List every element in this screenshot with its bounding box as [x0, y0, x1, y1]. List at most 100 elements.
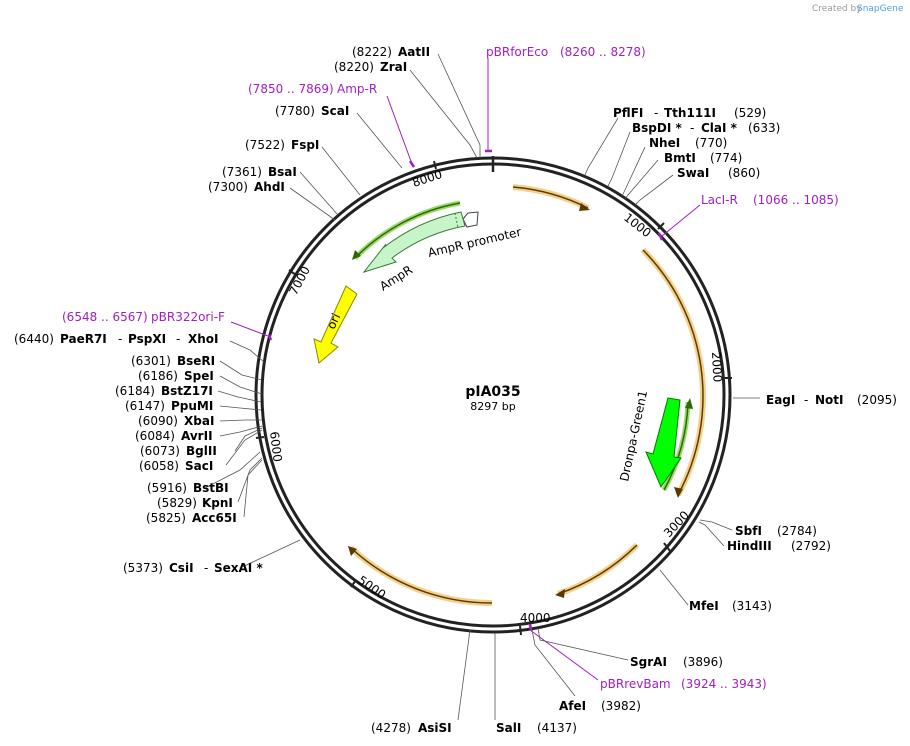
site-hindiii-pos: (2792) — [791, 539, 831, 553]
site-mfei-pos: (3143) — [732, 599, 772, 613]
site-hindiii-name: HindIII — [727, 539, 772, 553]
site-bspdi-name: BspDI * — [632, 121, 682, 135]
site-noti-name: NotI — [815, 393, 844, 407]
site-bstz17i-name: BstZ17I — [161, 384, 213, 398]
site-sbfi-pos: (2784) — [777, 524, 817, 538]
site-ahdi-name: AhdI — [254, 180, 285, 194]
primer-ampr-range: (7850 .. 7869) — [248, 82, 334, 96]
tick-marks — [255, 160, 732, 636]
site-sbfi-name: SbfI — [735, 524, 762, 538]
ampr-label: AmpR — [377, 263, 415, 294]
site-tth111i-name: Tth111I — [664, 106, 716, 120]
site-pflfi-sep: - — [654, 106, 658, 120]
site-scai-name: ScaI — [321, 104, 349, 118]
site-bspdi-sep: - — [690, 121, 694, 135]
site-kpni-name: KpnI — [202, 496, 233, 510]
site-saci-pos: (6058) — [139, 459, 179, 473]
site-pspxi-sep: - — [176, 332, 180, 346]
primer-lacir-range: (1066 .. 1085) — [753, 193, 839, 207]
site-ppumi-name: PpuMI — [171, 399, 213, 413]
site-ppumi-pos: (6147) — [125, 399, 165, 413]
site-afei-name: AfeI — [559, 699, 586, 713]
site-avrii-pos: (6084) — [135, 429, 175, 443]
site-paer7i-name: PaeR7I — [60, 332, 107, 346]
tick-6000: 6000 — [267, 431, 285, 463]
tick-2000: 2000 — [709, 351, 725, 382]
site-asisi-name: AsiSI — [418, 721, 452, 735]
primer-ampr-name: Amp-R — [337, 82, 377, 96]
dronpa-label: Dronpa-Green1 — [617, 389, 650, 482]
site-eagi-name: EagI — [766, 393, 795, 407]
site-clai-name: ClaI * — [701, 121, 738, 135]
site-bstbi-pos: (5916) — [147, 481, 187, 495]
site-bmti-name: BmtI — [664, 151, 696, 165]
site-bseri-pos: (6301) — [131, 354, 171, 368]
site-aatii-pos: (8222) — [352, 45, 392, 59]
site-ahdi-pos: (7300) — [208, 180, 248, 194]
site-bspdi-pos: (633) — [748, 121, 780, 135]
ampr-feature-arrow — [362, 211, 466, 273]
ori-label: ori — [324, 311, 343, 331]
primer-pbr322ori-name: pBR322ori-F — [151, 310, 225, 324]
site-nhei-name: NheI — [649, 136, 680, 150]
orf-arcs — [348, 184, 706, 607]
primer-pbrrevbam-name: pBRrevBam — [600, 677, 671, 691]
site-zrai-name: ZraI — [380, 60, 407, 74]
site-fspi-name: FspI — [291, 138, 319, 152]
plasmid-name: pIA035 — [465, 384, 520, 400]
site-csii-sep: - — [204, 561, 208, 575]
site-sexai-name: SexAI * — [214, 561, 263, 575]
site-bseri-name: BseRI — [177, 354, 215, 368]
dronpa-feature-arrow — [645, 397, 682, 489]
site-pflfi-pos: (529) — [734, 106, 766, 120]
site-eagi-pos: (2095) — [857, 393, 897, 407]
site-xhoi-name: XhoI — [188, 332, 219, 346]
site-asisi-pos: (4278) — [371, 721, 411, 735]
site-bsai-name: BsaI — [268, 165, 297, 179]
site-bsai-pos: (7361) — [222, 165, 262, 179]
site-saci-name: SacI — [185, 459, 213, 473]
tick-4000: 4000 — [520, 611, 551, 625]
site-bstz17i-pos: (6184) — [115, 384, 155, 398]
site-sgrai-pos: (3896) — [683, 655, 723, 669]
site-aatii-name: AatII — [398, 45, 430, 59]
site-csii-name: CsiI — [169, 561, 194, 575]
site-avrii-name: AvrII — [181, 429, 213, 443]
site-xbai-name: XbaI — [184, 414, 214, 428]
primer-pbrforeco-name: pBRforEco — [486, 45, 548, 59]
site-sali-name: SalI — [496, 721, 521, 735]
primer-lacir-name: LacI-R — [701, 193, 738, 207]
site-swai-pos: (860) — [728, 166, 760, 180]
site-leaders — [204, 53, 760, 721]
site-csii-pos: (5373) — [123, 561, 163, 575]
snapgene-logo: SnapGene — [857, 4, 904, 14]
site-nhei-pos: (770) — [695, 136, 727, 150]
site-spei-name: SpeI — [184, 369, 214, 383]
created-by-text: Created by — [812, 4, 862, 14]
ori-feature-arrow — [313, 285, 358, 364]
ampr-promoter-arrow — [462, 211, 479, 228]
orf-arrowheads — [348, 203, 693, 598]
site-zrai-pos: (8220) — [334, 60, 374, 74]
site-xbai-pos: (6090) — [138, 414, 178, 428]
primer-pbrrevbam-range: (3924 .. 3943) — [681, 677, 767, 691]
site-bstbi-name: BstBI — [193, 481, 229, 495]
site-bmti-pos: (774) — [710, 151, 742, 165]
site-afei-pos: (3982) — [601, 699, 641, 713]
site-eagi-sep: - — [804, 393, 808, 407]
site-bglii-pos: (6073) — [140, 444, 180, 458]
site-paer7i-sep: - — [118, 332, 122, 346]
ampr-divider — [454, 212, 459, 229]
tick-7000: 7000 — [286, 264, 313, 298]
site-bglii-name: BglII — [186, 444, 217, 458]
site-spei-pos: (6186) — [138, 369, 178, 383]
site-pflfi-name: PflFI — [613, 106, 643, 120]
primer-pbr322ori-range: (6548 .. 6567) — [62, 310, 148, 324]
site-pspxi-name: PspXI — [128, 332, 166, 346]
site-mfei-name: MfeI — [689, 599, 719, 613]
site-swai-name: SwaI — [677, 166, 709, 180]
site-fspi-pos: (7522) — [245, 138, 285, 152]
plasmid-length: 8297 bp — [470, 400, 515, 413]
site-sgrai-name: SgrAI — [630, 655, 667, 669]
